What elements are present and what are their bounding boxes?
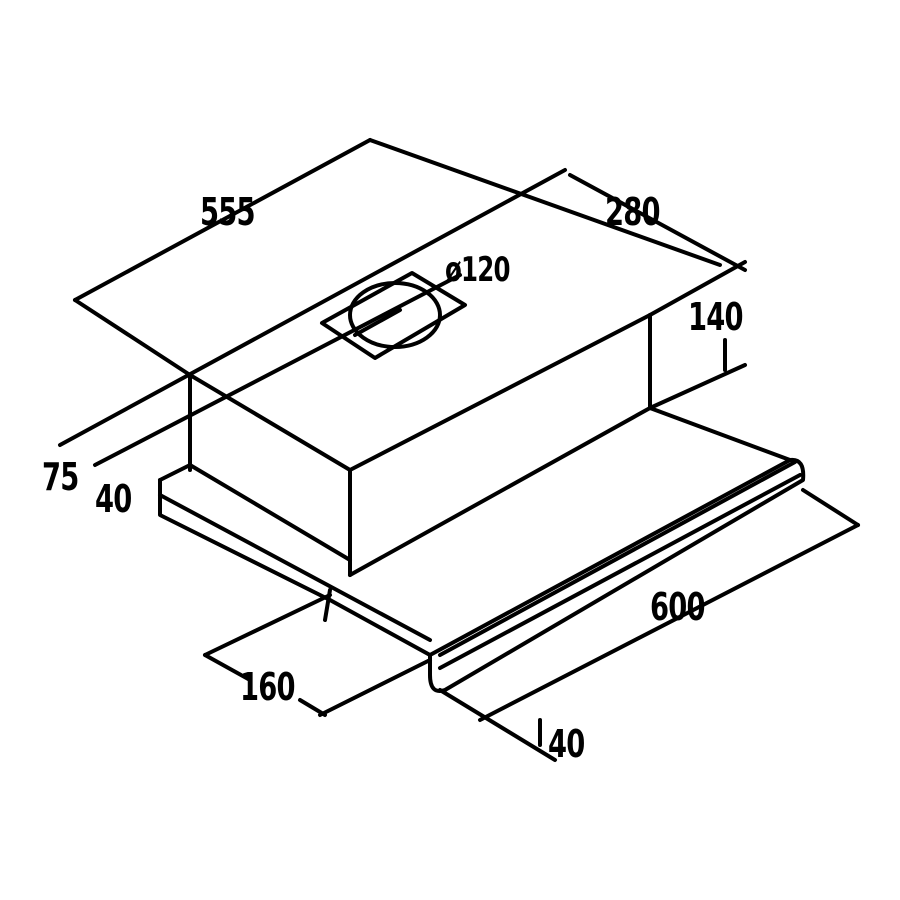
dim-140: 140 xyxy=(688,295,744,339)
dim-600: 600 xyxy=(650,585,706,629)
duct-outlet xyxy=(320,271,467,360)
dimension-lines xyxy=(73,138,860,762)
dim-160: 160 xyxy=(240,665,296,709)
dim-40-rail: 40 xyxy=(548,722,585,766)
dim-280: 280 xyxy=(605,190,661,234)
dim-75: 75 xyxy=(42,455,79,499)
lower-panel xyxy=(158,406,792,657)
dim-duct-diameter: ø120 xyxy=(445,250,510,290)
dim-555: 555 xyxy=(200,190,256,234)
dim-40-panel: 40 xyxy=(95,477,132,521)
front-rail xyxy=(428,457,806,693)
upper-box xyxy=(58,168,652,577)
